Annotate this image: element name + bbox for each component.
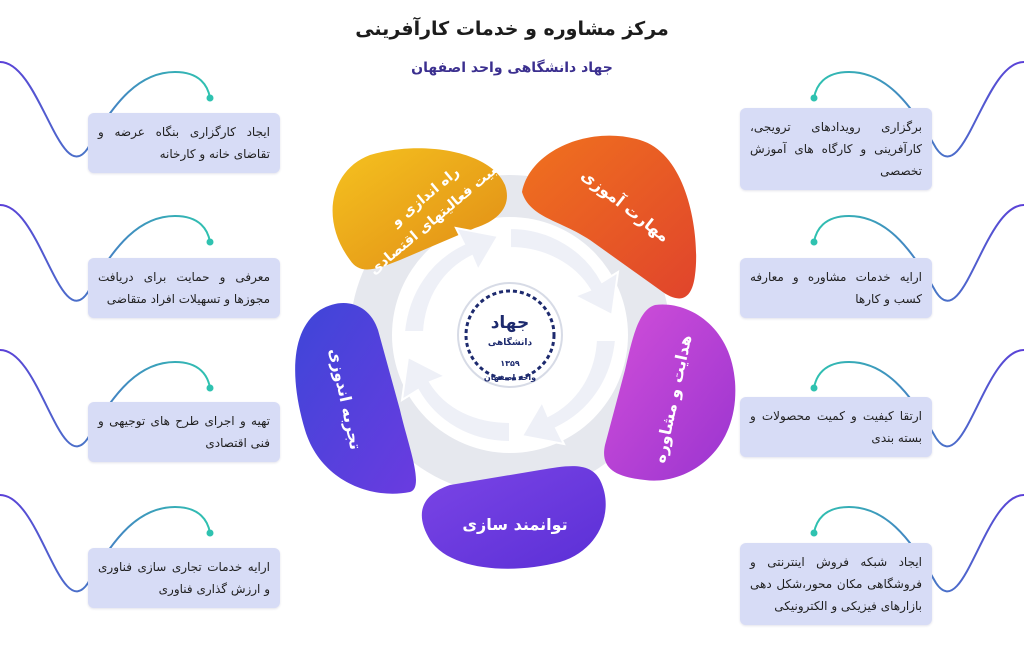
swirl-arrows [400, 226, 620, 446]
left-item-2: معرفی و حمایت برای دریافت مجوزها و تسهیل… [88, 258, 280, 318]
petal-magenta [604, 304, 736, 481]
petal-label-purple: توانمند سازی [462, 515, 567, 534]
petal-orange [522, 135, 697, 299]
petal-blue [295, 302, 416, 494]
center-emblem [457, 282, 563, 388]
logo-unit-text: واحد اصفهان [484, 373, 536, 382]
page-title: مرکز مشاوره و خدمات کارآفرینی [355, 18, 669, 40]
logo-main-text: جهاد [491, 313, 530, 333]
left-item-4: ارایه خدمات تجاری سازی فناوری و ارزش گذا… [88, 548, 280, 608]
right-item-1: برگزاری رویدادهای ترویجی، کارآفرینی و کا… [740, 108, 932, 190]
petal-yellow [332, 148, 507, 270]
left-item-1: ایجاد کارگزاری بنگاه عرضه و تقاضای خانه … [88, 113, 280, 173]
left-item-3: تهیه و اجرای طرح های توجیهی و فنی اقتصاد… [88, 402, 280, 462]
page-subtitle: جهاد دانشگاهی واحد اصفهان [411, 60, 613, 76]
right-item-3: ارتقا کیفیت و کمیت محصولات و بسته بندی [740, 397, 932, 457]
right-item-2: ارایه خدمات مشاوره و معارفه کسب و کارها [740, 258, 932, 318]
right-item-4: ایجاد شبکه فروش اینترنتی و فروشگاهی مکان… [740, 543, 932, 625]
petal-purple [421, 466, 606, 569]
gear-icon [464, 289, 556, 381]
process-wheel: جهاد دانشگاهی ۱۳۵۹ واحد اصفهان مهارت آمو… [295, 135, 736, 569]
logo-year-text: ۱۳۵۹ [500, 359, 520, 368]
logo-sub-text: دانشگاهی [488, 336, 533, 348]
